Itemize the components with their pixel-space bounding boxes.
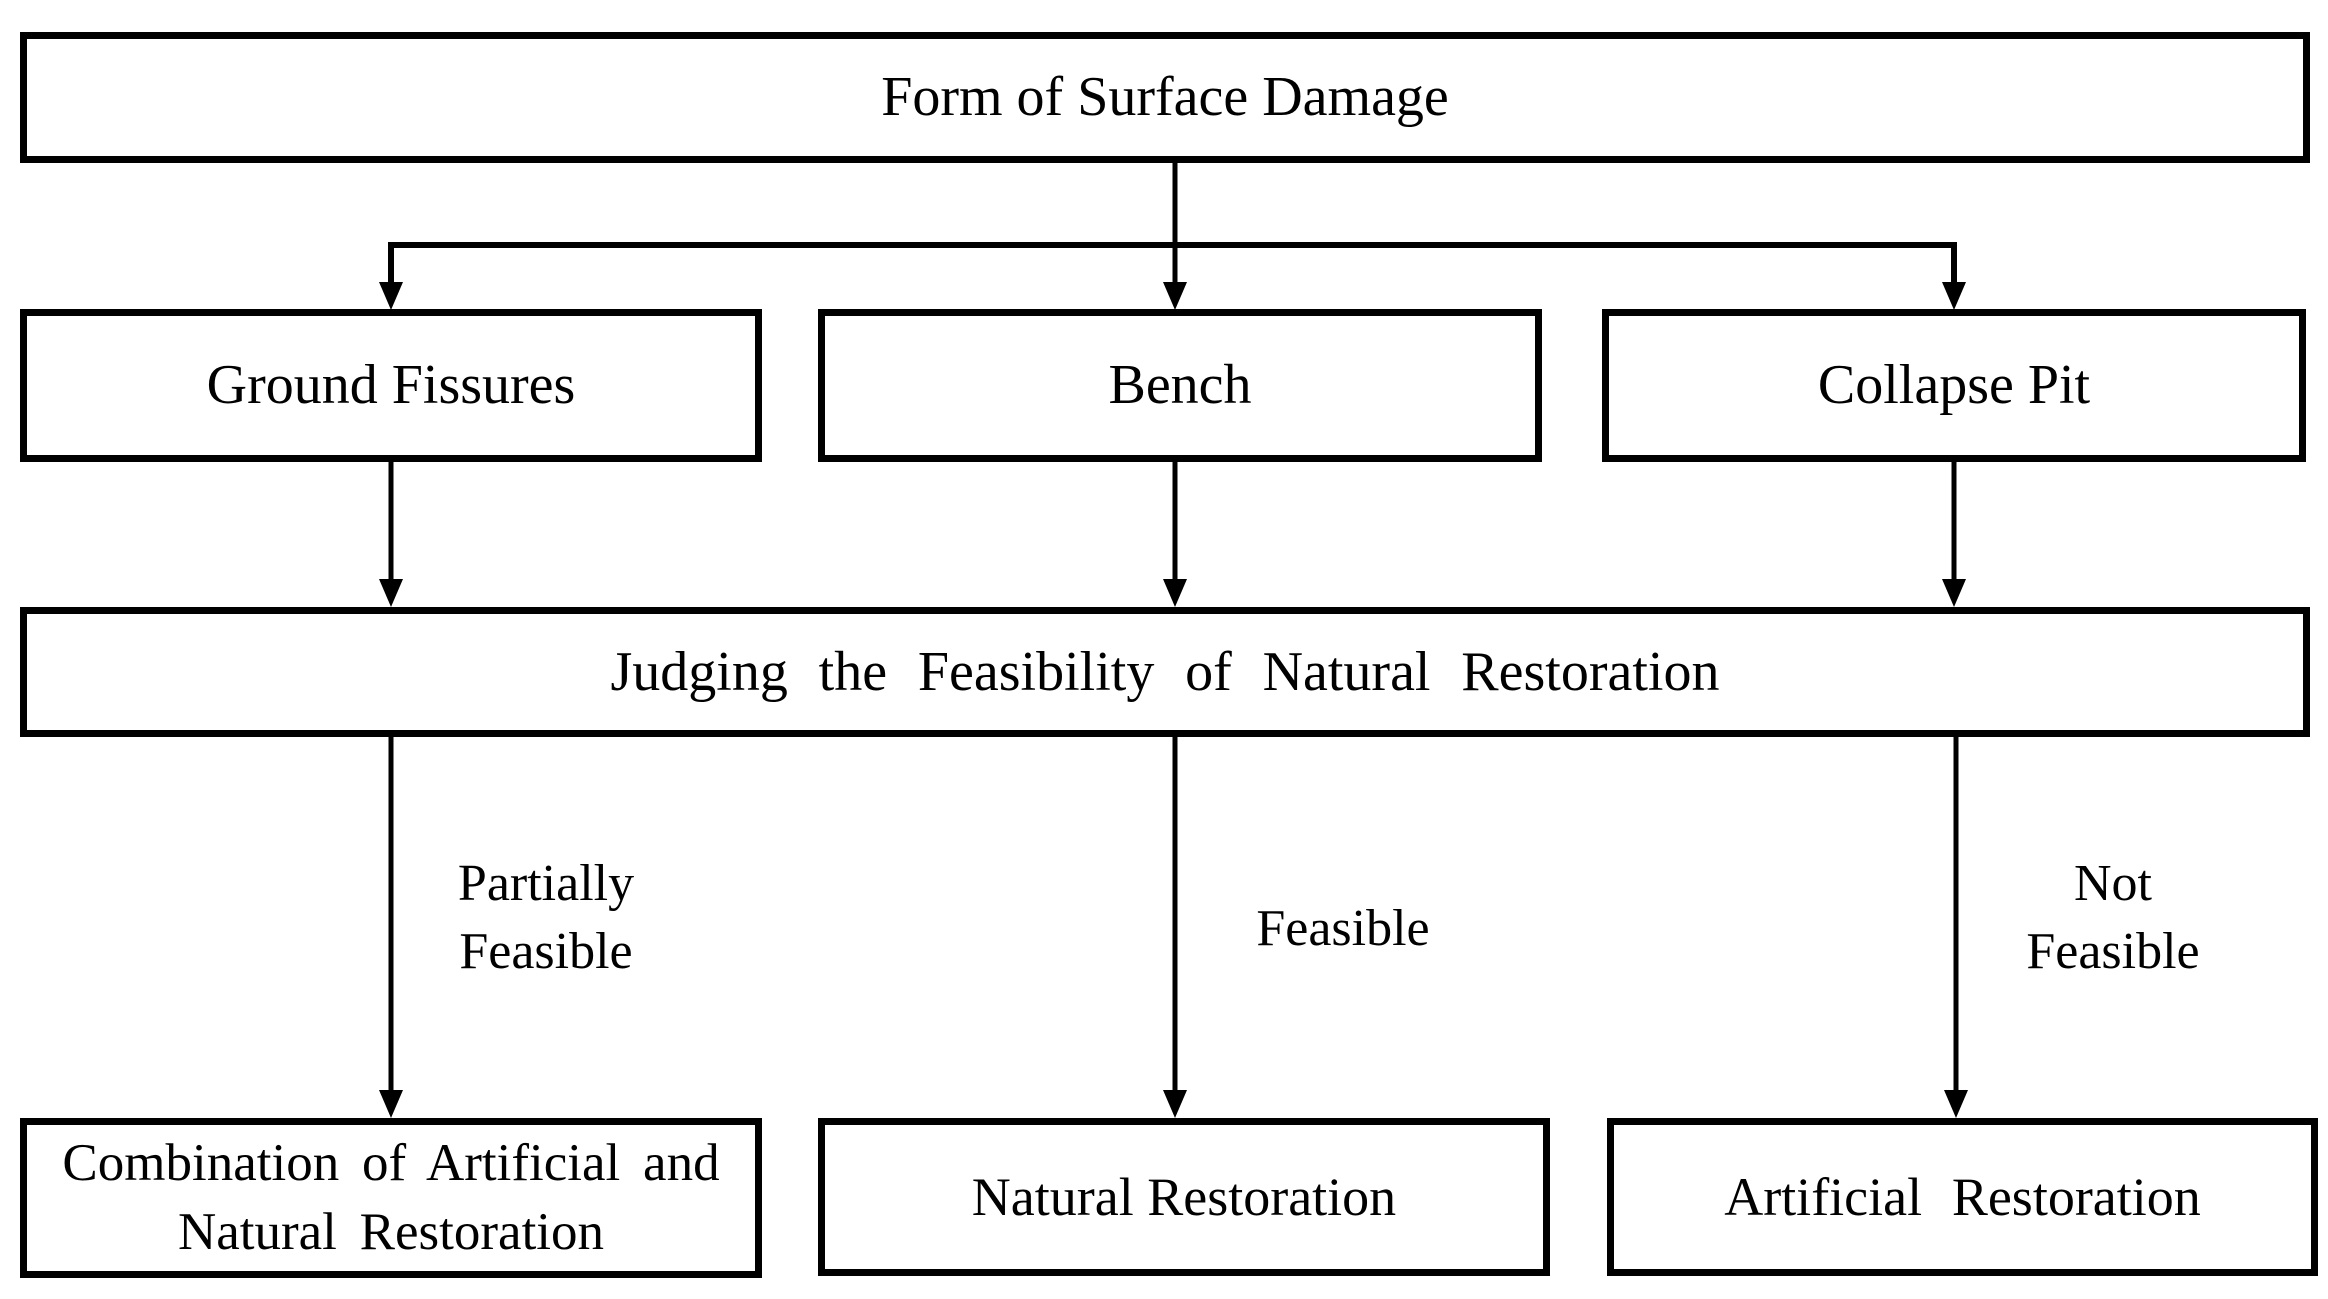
edge-label-line-2: Feasible xyxy=(2026,922,2200,980)
edge-label-line-1: Feasible xyxy=(1256,900,1430,957)
node-label: Ground Fissures xyxy=(206,354,576,417)
node-combination-restoration: Combination of Artificial and Natural Re… xyxy=(20,1118,762,1278)
node-label: Form of Surface Damage xyxy=(881,66,1449,129)
arrowhead-to-judging-center xyxy=(1163,579,1187,607)
edge-label-line-1: Partially xyxy=(457,855,635,912)
node-judging-feasibility: Judging the Feasibility of Natural Resto… xyxy=(20,607,2310,737)
edge-label-feasible: Feasible xyxy=(1193,895,1493,963)
arrowhead-to-collapse-pit xyxy=(1942,282,1966,310)
edge-label-line-1: Not xyxy=(2074,855,2152,912)
arrowhead-to-combination xyxy=(379,1090,403,1118)
node-label: Natural Restoration xyxy=(971,1166,1397,1227)
arrowhead-to-artificial-restoration xyxy=(1944,1090,1968,1118)
arrowhead-to-natural-restoration xyxy=(1163,1090,1187,1118)
node-artificial-restoration: Artificial Restoration xyxy=(1607,1118,2318,1276)
node-label: Judging the Feasibility of Natural Resto… xyxy=(610,640,1720,703)
node-label-line-2: Natural Restoration xyxy=(177,1203,605,1261)
node-label: Artificial Restoration xyxy=(1724,1166,2201,1227)
node-form-of-surface-damage: Form of Surface Damage xyxy=(20,32,2310,163)
node-label: Bench xyxy=(1108,354,1252,417)
node-natural-restoration: Natural Restoration xyxy=(818,1118,1550,1276)
edge-label-partially-feasible: Partially Feasible xyxy=(396,850,696,985)
arrowhead-to-bench xyxy=(1163,282,1187,310)
edge-root-branch-bar xyxy=(388,242,1957,284)
arrowhead-to-judging-right xyxy=(1942,579,1966,607)
arrowhead-to-ground-fissures xyxy=(379,282,403,310)
node-collapse-pit: Collapse Pit xyxy=(1602,309,2306,462)
node-bench: Bench xyxy=(818,309,1542,462)
arrowhead-to-judging-left xyxy=(379,579,403,607)
node-label: Collapse Pit xyxy=(1817,354,2091,417)
node-ground-fissures: Ground Fissures xyxy=(20,309,762,462)
edge-label-not-feasible: Not Feasible xyxy=(1963,850,2263,985)
edge-label-line-2: Feasible xyxy=(459,922,633,980)
node-label-line-1: Combination of Artificial and xyxy=(62,1134,720,1193)
